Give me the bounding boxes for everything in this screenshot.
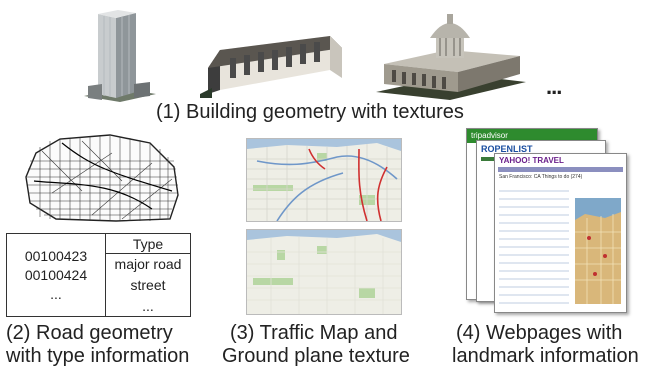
type-header: Type <box>105 233 191 254</box>
openlist-logo: ROPENLIST <box>481 144 533 154</box>
road-id: 00100423 <box>24 247 88 264</box>
web-caption-line2: landmark information <box>452 345 639 367</box>
road-caption-line1: (2) Road geometry <box>6 322 173 344</box>
landmark-map-thumbnail <box>575 198 621 304</box>
road-type: street <box>105 274 191 296</box>
road-id-cell: 00100423 00100424 ... <box>6 233 106 317</box>
webpage-front-heading: San Francisco: CA Things to do (274) <box>499 174 583 180</box>
web-caption-line1: (4) Webpages with <box>456 322 623 344</box>
traffic-caption-line1: (3) Traffic Map and <box>230 322 398 344</box>
block-building-image <box>200 36 342 98</box>
road-type: major road <box>105 252 191 275</box>
webpage-back-header: tripadvisor <box>467 129 597 143</box>
more-buildings-ellipsis: ... <box>546 74 562 99</box>
road-type: ... <box>105 295 191 318</box>
ground-texture-image <box>246 229 402 315</box>
webpage-front-list <box>499 184 569 304</box>
traffic-map-image <box>246 138 402 222</box>
traffic-caption-line2: Ground plane texture <box>222 345 410 367</box>
webpage-front: YAHOO! TRAVEL San Francisco: CA Things t… <box>494 153 627 313</box>
city-hall-image <box>376 14 526 100</box>
tripadvisor-logo: tripadvisor <box>471 131 508 140</box>
road-type-table: 00100423 00100424 ... Type major road st… <box>6 233 191 318</box>
buildings-caption: (1) Building geometry with textures <box>156 101 464 123</box>
road-id: ... <box>50 285 62 302</box>
yahoo-travel-logo: YAHOO! TRAVEL <box>499 156 564 165</box>
webpage-front-nav <box>498 167 623 172</box>
road-id: 00100424 <box>24 266 88 283</box>
road-network-image <box>25 134 179 222</box>
road-caption-line2: with type information <box>6 345 190 367</box>
skyscraper-image <box>84 10 156 102</box>
